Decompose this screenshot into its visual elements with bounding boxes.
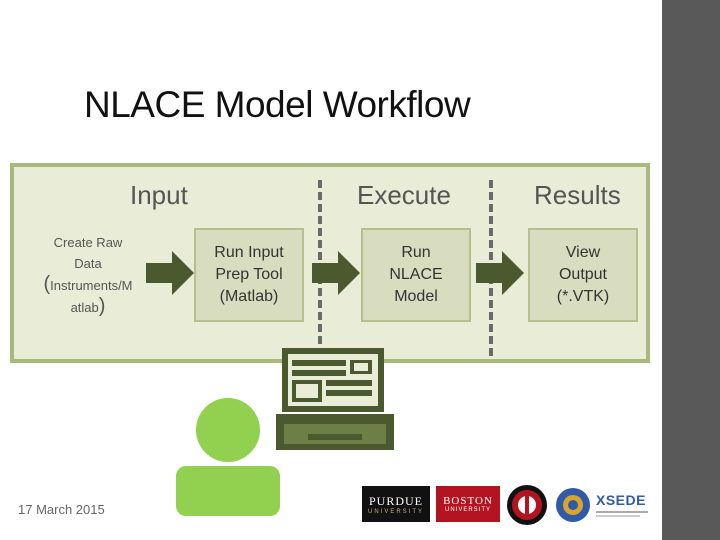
raw-data-line2: Data [74,256,102,271]
arrow-right-icon [476,251,524,295]
xsede-logo-line [596,514,640,517]
step-prep-line1: Run Input [214,244,284,261]
right-accent-bar [662,0,720,540]
step-view-line1: View [565,244,601,261]
purdue-logo-subtext: UNIVERSITY [367,508,424,515]
column-label-input: Input [130,180,188,210]
column-label-results: Results [534,180,621,210]
step-box-nlace-model: Run NLACE Model [361,228,471,322]
boston-university-logo: BOSTON UNIVERSITY [436,486,500,522]
xsede-logo-line [596,510,648,513]
xsede-logo-text: XSEDE [596,491,646,508]
person-icon [176,398,280,516]
raw-data-line4: atlab) [28,296,148,318]
slide-date: 17 March 2015 [18,502,105,517]
raw-data-step: Create Raw Data (Instruments/M atlab) [28,232,148,318]
laptop-icon [276,348,394,450]
raw-data-paren-open: ( [43,273,51,295]
arrow-right-icon [312,251,360,295]
raw-data-line3: (Instruments/M [28,274,148,296]
step-nlace-line2: NLACE [389,266,443,283]
xsede-logo: XSEDE [596,486,658,522]
step-view-line3: (*.VTK) [556,288,610,305]
raw-data-paren-close: ) [98,295,106,317]
raw-data-line1: Create Raw [53,235,123,250]
raw-data-line4-text: atlab [70,300,99,315]
arrow-right-icon [146,251,194,295]
slide-title: NLACE Model Workflow [84,84,471,125]
purdue-logo-text: PURDUE [368,493,423,508]
university-seal-icon [507,485,547,525]
step-box-view-output: View Output (*.VTK) [528,228,638,322]
step-prep-line2: Prep Tool [215,266,283,283]
step-prep-line3: (Matlab) [219,288,279,305]
raw-data-line3-text: Instruments/M [50,278,133,293]
nsf-seal-icon [556,488,590,522]
purdue-logo: PURDUE UNIVERSITY [362,486,430,522]
step-box-prep-tool: Run Input Prep Tool (Matlab) [194,228,304,322]
step-nlace-line3: Model [394,288,438,305]
step-view-line2: Output [558,266,607,283]
boston-logo-text: BOSTON [443,495,493,507]
column-label-execute: Execute [357,180,451,210]
step-nlace-line1: Run [401,244,431,261]
boston-logo-subtext: UNIVERSITY [444,507,491,513]
